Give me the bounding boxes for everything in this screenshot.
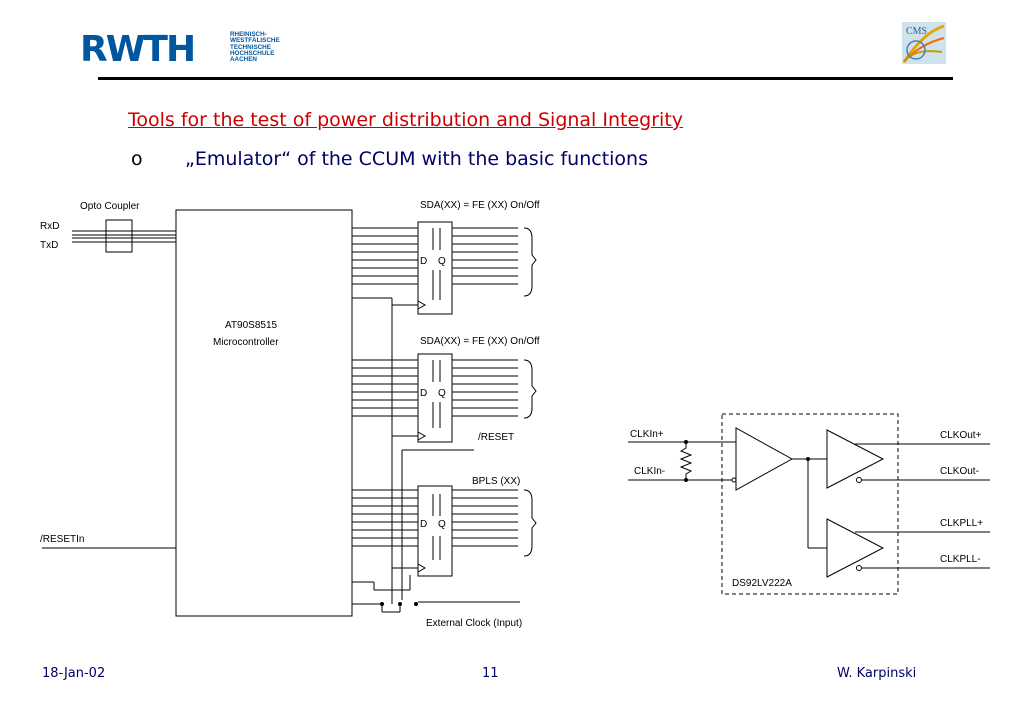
bpls-label: BPLS (XX)	[472, 476, 520, 487]
slide-title: Tools for the test of power distribution…	[128, 109, 684, 131]
q-label: Q	[438, 256, 446, 267]
reset-in-label: /RESETIn	[40, 534, 84, 545]
rwth-logo-line: AACHEN	[230, 56, 257, 64]
d-label: D	[420, 388, 427, 399]
clkout-minus-label: CLKOut-	[940, 466, 979, 477]
reset-label: /RESET	[478, 432, 514, 443]
bullet-text: „Emulator“ of the CCUM with the basic fu…	[185, 148, 648, 170]
header-rule	[98, 77, 953, 80]
schematic-diagram: Opto Coupler RxD TxD AT90S8515 Microcont…	[40, 200, 990, 629]
rwth-logo-subtitle: RHEINISCH- WESTFÄLISCHE TECHNISCHE HOCHS…	[230, 31, 350, 64]
footer-author: W. Karpinski	[837, 666, 917, 681]
input-buffer	[735, 427, 794, 491]
mcu-label-line1: AT90S8515	[225, 320, 278, 331]
d-label: D	[420, 519, 427, 530]
rwth-logo-line: HOCHSCHULE	[230, 49, 275, 57]
q-label: Q	[438, 519, 446, 530]
sda-label-1: SDA(XX) = FE (XX) On/Off	[420, 200, 540, 211]
rxd-label: RxD	[40, 221, 59, 232]
d-label: D	[420, 256, 427, 267]
sda-label-2: SDA(XX) = FE (XX) On/Off	[420, 336, 540, 347]
mcu-label-line2: Microcontroller	[213, 337, 279, 348]
clkpll-buffer	[826, 518, 885, 578]
register-block-2	[417, 353, 453, 443]
clkout-buffer	[826, 429, 885, 489]
chip-name-label: DS92LV222A	[732, 578, 792, 589]
txd-label: TxD	[40, 240, 58, 251]
external-clock-label: External Clock (Input)	[426, 618, 522, 629]
cms-logo: CMS	[902, 22, 946, 64]
opto-coupler-label: Opto Coupler	[80, 201, 140, 212]
footer-date: 18-Jan-02	[42, 666, 106, 681]
clkpll-minus-label: CLKPLL-	[940, 554, 981, 565]
register-block-3	[417, 485, 453, 577]
opto-coupler-box	[105, 219, 133, 253]
buffer-chip-outline	[721, 413, 899, 595]
rwth-logo-line: RHEINISCH-	[230, 31, 267, 38]
clkpll-plus-label: CLKPLL+	[940, 518, 983, 529]
clkin-minus-label: CLKIn-	[634, 466, 665, 477]
register-block-1	[417, 221, 453, 315]
rwth-logo-line: TECHNISCHE	[230, 43, 271, 51]
clkin-plus-label: CLKIn+	[630, 429, 664, 440]
rwth-logo: RWTH RHEINISCH- WESTFÄLISCHE TECHNISCHE …	[80, 29, 290, 70]
bullet-marker: o	[131, 148, 143, 170]
footer-page-number: 11	[482, 666, 499, 681]
cms-logo-text: CMS	[906, 26, 927, 37]
rwth-logo-letters: RWTH	[80, 29, 196, 70]
termination-resistor	[679, 442, 693, 480]
rwth-logo-line: WESTFÄLISCHE	[230, 37, 280, 45]
q-label: Q	[438, 388, 446, 399]
clkout-plus-label: CLKOut+	[940, 430, 982, 441]
microcontroller-box	[175, 209, 353, 617]
